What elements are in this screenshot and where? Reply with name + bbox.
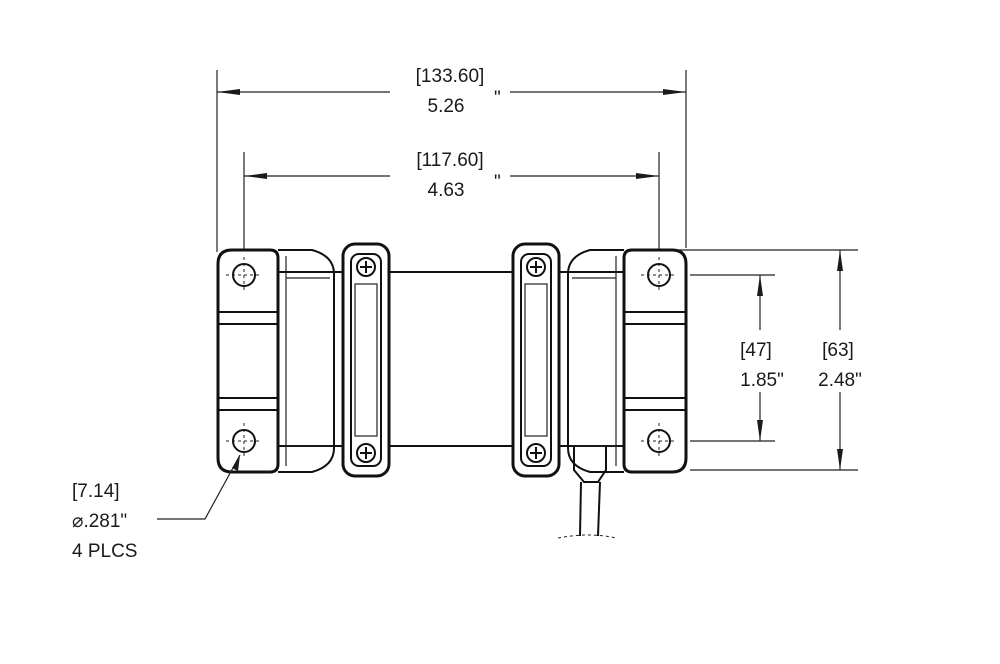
hole-spacing-height-dimension: [47] 1.85"	[690, 274, 784, 442]
right-clamp-strap	[511, 242, 561, 478]
hole-diameter: ⌀.281"	[72, 511, 127, 532]
overall-width-inch-mark: "	[494, 88, 501, 109]
mounting-hole-top-left	[226, 257, 262, 293]
mounting-hole-bottom-right	[641, 423, 677, 459]
hole-spacing-width-imperial: 4.63	[428, 180, 465, 201]
left-end-cap	[278, 249, 335, 473]
arrow-down-icon	[757, 420, 763, 441]
leader-line	[157, 454, 241, 520]
leader-arrow-icon	[232, 455, 240, 471]
sensor-body	[216, 242, 688, 539]
overall-width-metric: [133.60]	[416, 66, 485, 87]
screw-icon	[356, 443, 376, 463]
screw-icon	[356, 257, 376, 277]
arrow-up-icon	[837, 250, 843, 271]
screw-icon	[526, 257, 546, 277]
arrow-down-icon	[837, 449, 843, 470]
center-housing	[275, 271, 627, 447]
cable	[557, 446, 617, 539]
overall-height-imperial: 2.48"	[818, 370, 862, 391]
overall-width-imperial: 5.26	[428, 96, 465, 117]
overall-height-dimension: [63] 2.48"	[676, 249, 862, 471]
arrow-left-icon	[244, 173, 267, 179]
arrow-right-icon	[663, 89, 686, 95]
right-mount-bracket	[622, 248, 688, 474]
right-end-cap	[567, 249, 624, 473]
hole-count: 4 PLCS	[72, 541, 137, 562]
hole-spacing-height-imperial: 1.85"	[740, 370, 784, 391]
overall-height-metric: [63]	[822, 340, 854, 361]
arrow-up-icon	[757, 275, 763, 296]
screw-icon	[526, 443, 546, 463]
mounting-hole-bottom-left	[226, 423, 262, 459]
hole-spacing-height-metric: [47]	[740, 340, 772, 361]
hole-spacing-width-metric: [117.60]	[416, 150, 483, 171]
mounting-hole-top-right	[641, 257, 677, 293]
arrow-left-icon	[217, 89, 240, 95]
hole-spacing-width-inch-mark: "	[494, 172, 501, 193]
hole-callout: [7.14] ⌀.281" 4 PLCS	[72, 454, 241, 562]
hole-metric: [7.14]	[72, 481, 120, 502]
left-clamp-strap	[341, 242, 391, 478]
arrow-right-icon	[636, 173, 659, 179]
left-mount-bracket	[216, 248, 280, 474]
overall-width-dimension: [133.60] 5.26 "	[216, 66, 687, 252]
hole-spacing-width-dimension: [117.60] 4.63 "	[243, 150, 660, 262]
